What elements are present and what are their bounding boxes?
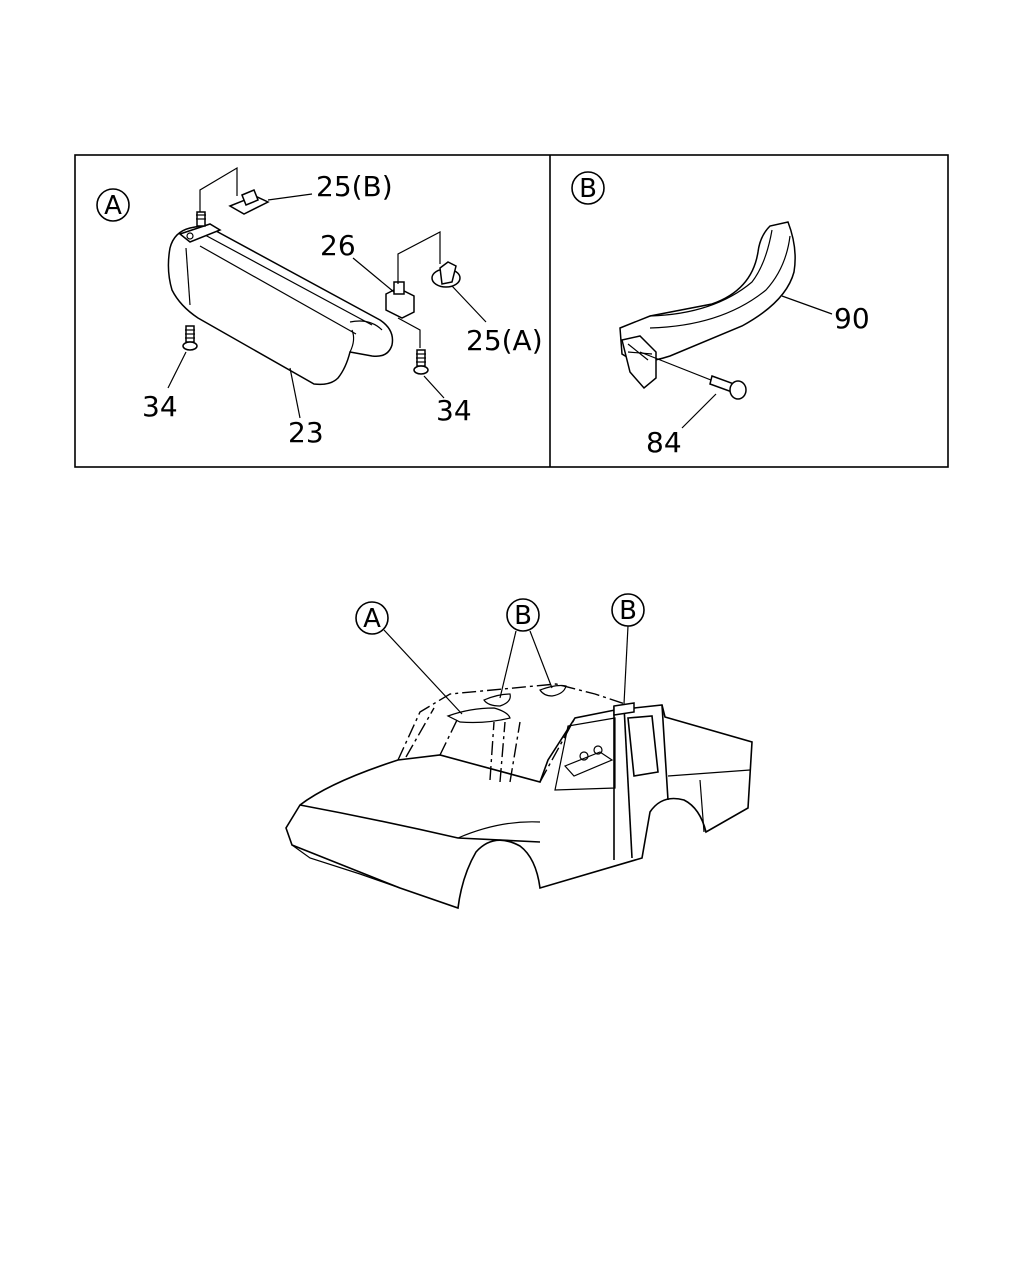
clip-25a: 25(A) (431, 261, 543, 357)
svg-text:A: A (363, 604, 381, 634)
panel-a: A 25(B) (96, 166, 543, 449)
label-90: 90 (834, 302, 870, 335)
vehicle-marker-b-pillar: B (611, 593, 645, 705)
svg-text:25(B): 25(B) (316, 170, 393, 203)
panel-b: B 84 90 (571, 171, 870, 459)
bolt-84: 84 (639, 351, 747, 459)
label-23: 23 (288, 416, 324, 449)
svg-text:26: 26 (320, 229, 356, 262)
svg-text:34: 34 (436, 394, 472, 427)
svg-text:A: A (104, 191, 122, 221)
holder-26: 26 (320, 229, 415, 319)
svg-text:B: B (514, 601, 532, 631)
detail-frame (74, 154, 949, 468)
panel-b-marker: B (571, 171, 605, 205)
screw-34-left: 34 (142, 325, 198, 423)
svg-text:25(A): 25(A) (466, 324, 543, 357)
screw-34-right: 34 (413, 349, 472, 427)
vehicle-marker-a: A (355, 601, 463, 715)
vehicle-overview: A B B (285, 593, 753, 910)
clip-25b: 25(B) (228, 170, 393, 215)
sun-visor (167, 211, 394, 386)
assist-grip (619, 221, 796, 390)
svg-text:34: 34 (142, 390, 178, 423)
svg-text:84: 84 (646, 426, 682, 459)
svg-text:B: B (619, 596, 637, 626)
vehicle-marker-b-roof: B (499, 598, 553, 699)
panel-a-marker: A (96, 188, 130, 222)
svg-text:B: B (579, 174, 597, 204)
